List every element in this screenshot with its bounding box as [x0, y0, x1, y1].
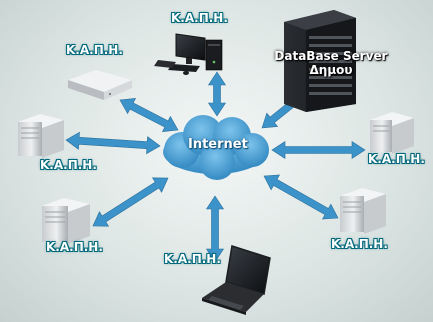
- server-label-line2: Δημου: [309, 63, 353, 77]
- tower-server-icon: [340, 188, 386, 234]
- tower-server-icon: [18, 114, 64, 158]
- connection-arrow: [207, 71, 227, 117]
- connection-arrow: [65, 131, 161, 155]
- tower-server-icon: [370, 112, 414, 154]
- database-server-icon: [284, 10, 356, 112]
- connection-arrow: [271, 140, 366, 160]
- node-label-lower-right: Κ.Α.Π.Η.: [331, 237, 388, 251]
- node-label-upper-left: Κ.Α.Π.Η.: [66, 43, 123, 57]
- connection-arrow: [92, 177, 169, 227]
- node-label-top: Κ.Α.Π.Η.: [171, 11, 228, 25]
- connection-arrow: [263, 174, 339, 220]
- internet-cloud: [163, 115, 269, 180]
- server-unit-icon: [68, 70, 132, 100]
- internet-label: Internet: [188, 137, 248, 152]
- node-label-lower-left: Κ.Α.Π.Η.: [46, 240, 103, 254]
- connection-arrow: [205, 195, 225, 263]
- server-label-line1: DataBase Server: [274, 49, 388, 63]
- server-label: DataBase Server Δημου: [272, 49, 390, 77]
- connection-arrow: [119, 98, 179, 132]
- node-label-right: Κ.Α.Π.Η.: [368, 152, 425, 166]
- node-label-left: Κ.Α.Π.Η.: [40, 158, 97, 172]
- node-label-bottom: Κ.Α.Π.Η.: [164, 252, 221, 266]
- laptop-icon: [202, 245, 271, 315]
- tower-server-icon: [42, 198, 90, 244]
- desktop-computer-icon: [154, 33, 223, 75]
